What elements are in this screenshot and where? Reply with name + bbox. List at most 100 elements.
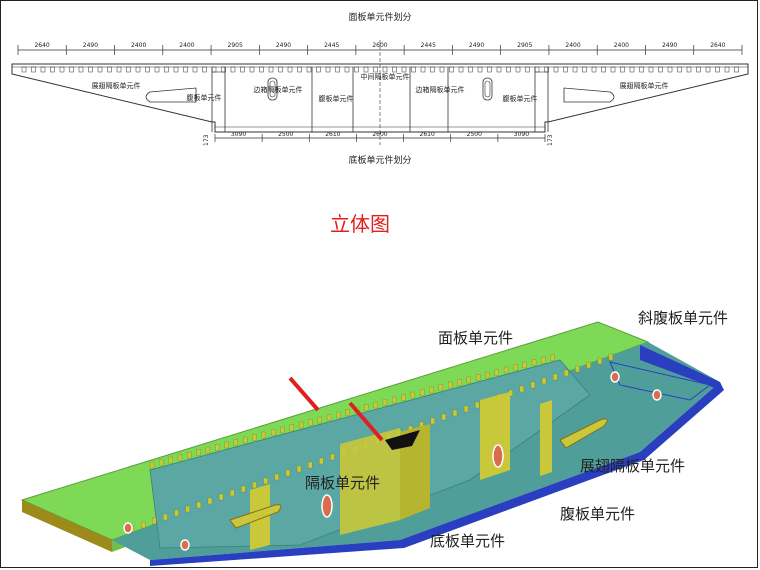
top-dim-label: 2640	[710, 42, 725, 49]
stiffener-3d	[140, 521, 146, 529]
stiffener-3d	[270, 429, 276, 436]
section-label-4: 腹板单元件	[319, 94, 354, 103]
deck-stiffener	[705, 66, 711, 73]
deck-stiffener	[363, 66, 369, 73]
deck-stiffener	[202, 66, 207, 73]
stiffener-3d	[252, 434, 257, 441]
stiffener-3d	[586, 361, 591, 369]
red-arrow-1	[288, 376, 320, 412]
deck-stiffener	[629, 66, 635, 73]
stiffener-3d	[174, 509, 179, 517]
top-dim-label: 2400	[179, 42, 194, 49]
stiffener-3d	[410, 391, 416, 399]
section-label-5: 中间隔板单元件	[361, 72, 410, 81]
deck-stiffener	[31, 66, 36, 73]
stiffener-3d	[177, 454, 183, 461]
manhole-3d-3	[123, 522, 133, 534]
deck-stiffener	[430, 66, 435, 73]
stiffener-3d	[463, 405, 469, 413]
deck-stiffener	[439, 66, 445, 73]
stiffener-3d	[241, 485, 246, 493]
deck-stiffener	[145, 66, 150, 73]
bottom-dim-label: 3090	[514, 131, 529, 138]
bottom-title: 底板单元件划分	[348, 154, 411, 166]
deck-stiffener	[658, 66, 663, 73]
deck-stiffener	[525, 66, 530, 73]
section-label-2: 腹板单元件	[187, 93, 222, 102]
deck-stiffener	[420, 66, 426, 73]
stiffener-3d	[317, 416, 322, 424]
deck-stiffener	[192, 66, 198, 73]
deck-stiffener	[686, 66, 692, 73]
wing-hole-left	[145, 87, 197, 103]
stiffener-3d	[541, 356, 546, 364]
deck-stiffener	[88, 66, 93, 73]
deck-stiffener	[259, 66, 264, 73]
top-dim-label: 2400	[131, 42, 146, 49]
manhole-3d-5	[610, 371, 620, 383]
stiffener-3d	[475, 401, 480, 409]
stiffener-3d	[233, 439, 239, 446]
stiffener-3d	[364, 404, 369, 411]
stiffener-3d	[308, 419, 313, 426]
deck-stiffener	[126, 66, 131, 73]
section-label-1: 展翅隔板单元件	[92, 81, 141, 90]
stiffener-3d	[438, 384, 444, 391]
stiffener-3d	[485, 371, 490, 379]
label-bottom: 底板单元件	[430, 532, 506, 550]
top-dim-label: 2905	[228, 42, 243, 49]
diaphragm-3d-dark-top	[385, 430, 420, 450]
stiffener-3d	[252, 481, 257, 489]
stiffener-3d	[430, 417, 435, 425]
deck-stiffener	[477, 66, 483, 73]
side-mark-left: 173	[203, 134, 210, 146]
bottom-dim-label: 2500	[467, 131, 482, 138]
bottom-dim-label: 3090	[231, 131, 246, 138]
stiffener-3d	[420, 389, 425, 396]
deck-stiffener	[164, 66, 169, 73]
deck-stiffener	[591, 66, 597, 73]
stiffener-3d	[196, 449, 201, 456]
stiffener-3d	[274, 473, 279, 481]
stiffener-3d	[319, 457, 324, 465]
deck-stiffener	[373, 66, 378, 73]
section-label-8: 展翅隔板单元件	[620, 81, 669, 90]
stiffener-3d	[564, 369, 569, 377]
manhole-left	[267, 77, 278, 101]
deck-stiffener	[724, 66, 730, 73]
deck-stiffeners	[21, 66, 739, 73]
deck-stiffener	[401, 66, 407, 73]
diaphragm-3d-2	[340, 428, 400, 535]
bottom-plate-3d	[150, 382, 724, 566]
stiffener-3d	[298, 421, 304, 429]
deck-stiffener	[620, 66, 625, 73]
deck-stiffener	[116, 66, 122, 73]
stiffener-3d	[522, 361, 527, 369]
stiffener-3d	[289, 424, 294, 431]
wing-diaphragm-opening-left-3d	[229, 504, 282, 529]
stiffener-3d	[218, 493, 224, 501]
top-title: 面板单元件划分	[348, 11, 411, 23]
top-dim-label: 2490	[662, 42, 677, 49]
stiffener-3d	[466, 376, 471, 384]
deck-stiffener	[240, 66, 245, 73]
bottom-dim-label: 2500	[278, 131, 293, 138]
stiffener-3d	[205, 446, 211, 454]
deck-stiffener	[21, 66, 27, 73]
top-dim-label: 2400	[565, 42, 580, 49]
stiffener-3d	[531, 359, 537, 366]
deck-stiffener	[553, 66, 559, 73]
label-diaphragm: 隔板单元件	[305, 474, 381, 492]
deck-stiffener	[335, 66, 340, 73]
stiffener-3d	[373, 401, 378, 409]
stiffener-3d	[207, 497, 213, 505]
bottom-dim-label: 2610	[420, 131, 435, 138]
red-arrow-2	[348, 401, 384, 442]
stiffener-3d	[224, 441, 229, 449]
section-label-7: 腹板单元件	[503, 94, 538, 103]
top-dim-label: 2490	[469, 42, 484, 49]
stiffener-3d	[429, 386, 434, 394]
stiffener-3d	[608, 353, 614, 361]
deck-stiffener	[306, 66, 312, 73]
